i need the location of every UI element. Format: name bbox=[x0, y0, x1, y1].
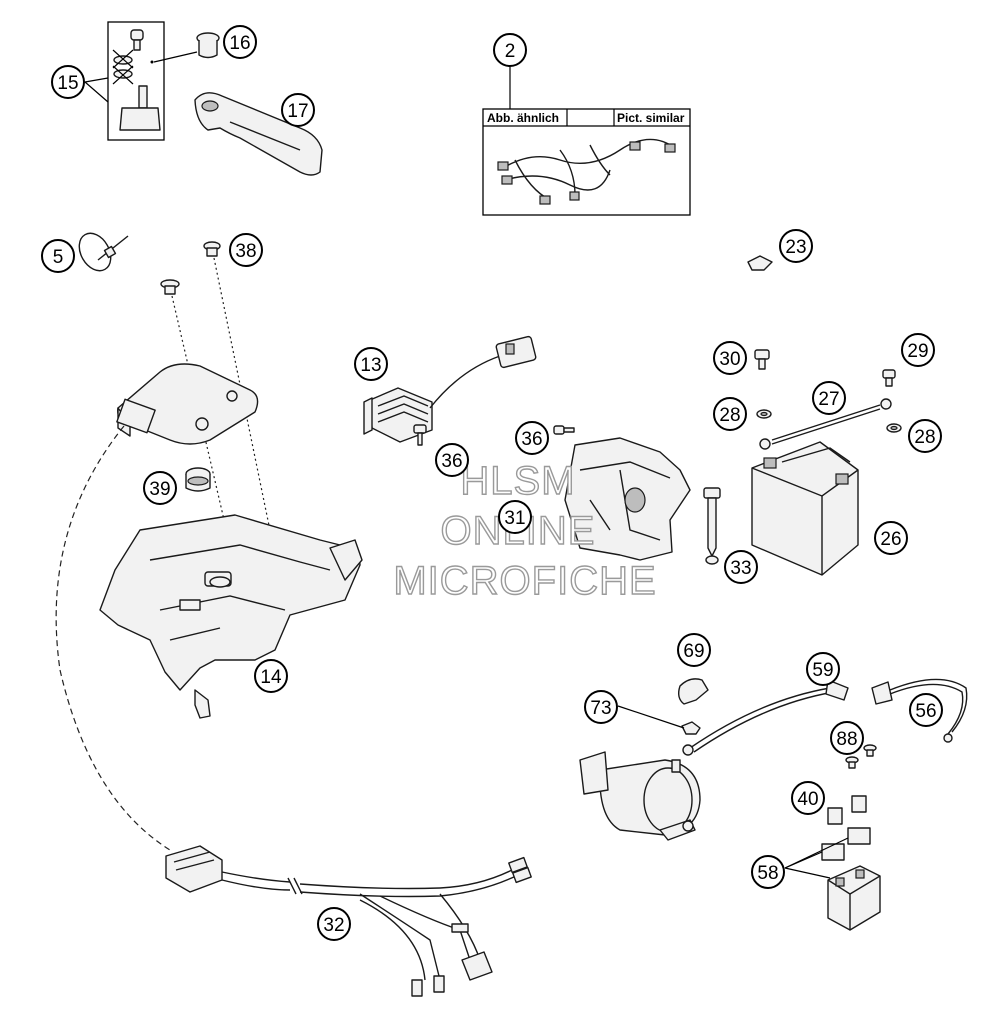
callout-58: 58 bbox=[751, 855, 785, 889]
svg-text:28: 28 bbox=[719, 405, 740, 426]
callout-73: 73 bbox=[584, 690, 618, 724]
part-31-battery-holder bbox=[564, 437, 691, 561]
callout-88: 88 bbox=[830, 721, 864, 755]
svg-text:32: 32 bbox=[323, 915, 344, 936]
part-33-fuse-strap bbox=[703, 487, 721, 565]
part-32-wiring-harness bbox=[165, 845, 532, 997]
svg-text:38: 38 bbox=[235, 241, 256, 262]
part-14-battery-tray bbox=[99, 514, 363, 719]
part-13-voltage-regulator bbox=[363, 335, 537, 443]
part-15-assembly-box bbox=[107, 21, 165, 141]
svg-text:13: 13 bbox=[360, 355, 381, 376]
callout-31: 31 bbox=[498, 500, 532, 534]
watermark-line-3: MICROFICHE bbox=[393, 559, 656, 603]
svg-text:40: 40 bbox=[797, 789, 818, 810]
svg-text:15: 15 bbox=[57, 73, 78, 94]
part-59-starter-cable bbox=[682, 679, 849, 756]
callout-40: 40 bbox=[791, 781, 825, 815]
callout-2: 2 bbox=[493, 33, 527, 67]
part-27-battery-cable bbox=[759, 398, 892, 450]
svg-text:88: 88 bbox=[836, 729, 857, 750]
harness-label-de: Abb. ähnlich bbox=[487, 111, 559, 125]
svg-text:23: 23 bbox=[785, 237, 806, 258]
watermark-line-1: HLSM bbox=[460, 459, 575, 503]
part-73-nut bbox=[681, 721, 701, 735]
svg-text:30: 30 bbox=[719, 349, 740, 370]
part-29-screw bbox=[882, 369, 896, 387]
callout-38: 38 bbox=[229, 233, 263, 267]
svg-text:17: 17 bbox=[287, 101, 308, 122]
callout-69: 69 bbox=[677, 633, 711, 667]
callout-28-right: 28 bbox=[908, 419, 942, 453]
part-69-terminal-boot bbox=[677, 678, 709, 705]
svg-text:16: 16 bbox=[229, 33, 250, 54]
part-88-screws bbox=[845, 744, 877, 769]
part-23-clip bbox=[747, 255, 773, 271]
part-17-bracket bbox=[194, 92, 323, 176]
svg-text:2: 2 bbox=[505, 41, 516, 62]
svg-text:36: 36 bbox=[521, 429, 542, 450]
callout-33: 33 bbox=[724, 550, 758, 584]
part-16-grommet bbox=[196, 32, 220, 59]
callout-14: 14 bbox=[254, 659, 288, 693]
cdi-control-unit bbox=[116, 363, 259, 445]
part-38-screws bbox=[160, 241, 221, 295]
callout-15: 15 bbox=[51, 65, 85, 99]
callout-59: 59 bbox=[806, 652, 840, 686]
part-30-screw bbox=[754, 349, 770, 370]
part-2-main-harness-box: Abb. ähnlich Pict. similar bbox=[482, 108, 691, 216]
svg-text:58: 58 bbox=[757, 863, 778, 884]
callout-36-right: 36 bbox=[515, 421, 549, 455]
svg-text:31: 31 bbox=[504, 508, 525, 529]
callout-29: 29 bbox=[901, 333, 935, 367]
part-40-fuses bbox=[827, 795, 867, 825]
svg-text:39: 39 bbox=[149, 479, 170, 500]
svg-text:28: 28 bbox=[914, 427, 935, 448]
callout-32: 32 bbox=[317, 907, 351, 941]
callout-13: 13 bbox=[354, 347, 388, 381]
callout-26: 26 bbox=[874, 521, 908, 555]
callout-28-left: 28 bbox=[713, 397, 747, 431]
part-28-washers bbox=[756, 409, 902, 433]
svg-text:56: 56 bbox=[915, 701, 936, 722]
part-5-cable-tie bbox=[78, 232, 129, 272]
svg-text:59: 59 bbox=[812, 660, 833, 681]
callout-39: 39 bbox=[143, 471, 177, 505]
svg-text:69: 69 bbox=[683, 641, 704, 662]
svg-text:27: 27 bbox=[818, 389, 839, 410]
part-36-screws bbox=[413, 424, 575, 446]
callout-30: 30 bbox=[713, 341, 747, 375]
svg-text:5: 5 bbox=[53, 247, 64, 268]
callout-56: 56 bbox=[909, 693, 943, 727]
part-39-rubber-grommet bbox=[185, 467, 211, 492]
svg-text:26: 26 bbox=[880, 529, 901, 550]
callout-17: 17 bbox=[281, 93, 315, 127]
callout-16: 16 bbox=[223, 25, 257, 59]
part-58-starter-relay bbox=[821, 827, 881, 931]
svg-text:33: 33 bbox=[730, 558, 751, 579]
callout-23: 23 bbox=[779, 229, 813, 263]
svg-text:14: 14 bbox=[260, 667, 282, 688]
svg-text:29: 29 bbox=[907, 341, 928, 362]
part-26-battery bbox=[751, 441, 859, 576]
callout-27: 27 bbox=[812, 381, 846, 415]
callout-36-left: 36 bbox=[435, 443, 469, 477]
harness-label-en: Pict. similar bbox=[617, 111, 685, 125]
svg-text:73: 73 bbox=[590, 698, 611, 719]
svg-text:36: 36 bbox=[441, 451, 462, 472]
part-56-ground-cable bbox=[871, 678, 968, 743]
callout-5: 5 bbox=[41, 239, 75, 273]
starter-motor bbox=[579, 751, 701, 841]
